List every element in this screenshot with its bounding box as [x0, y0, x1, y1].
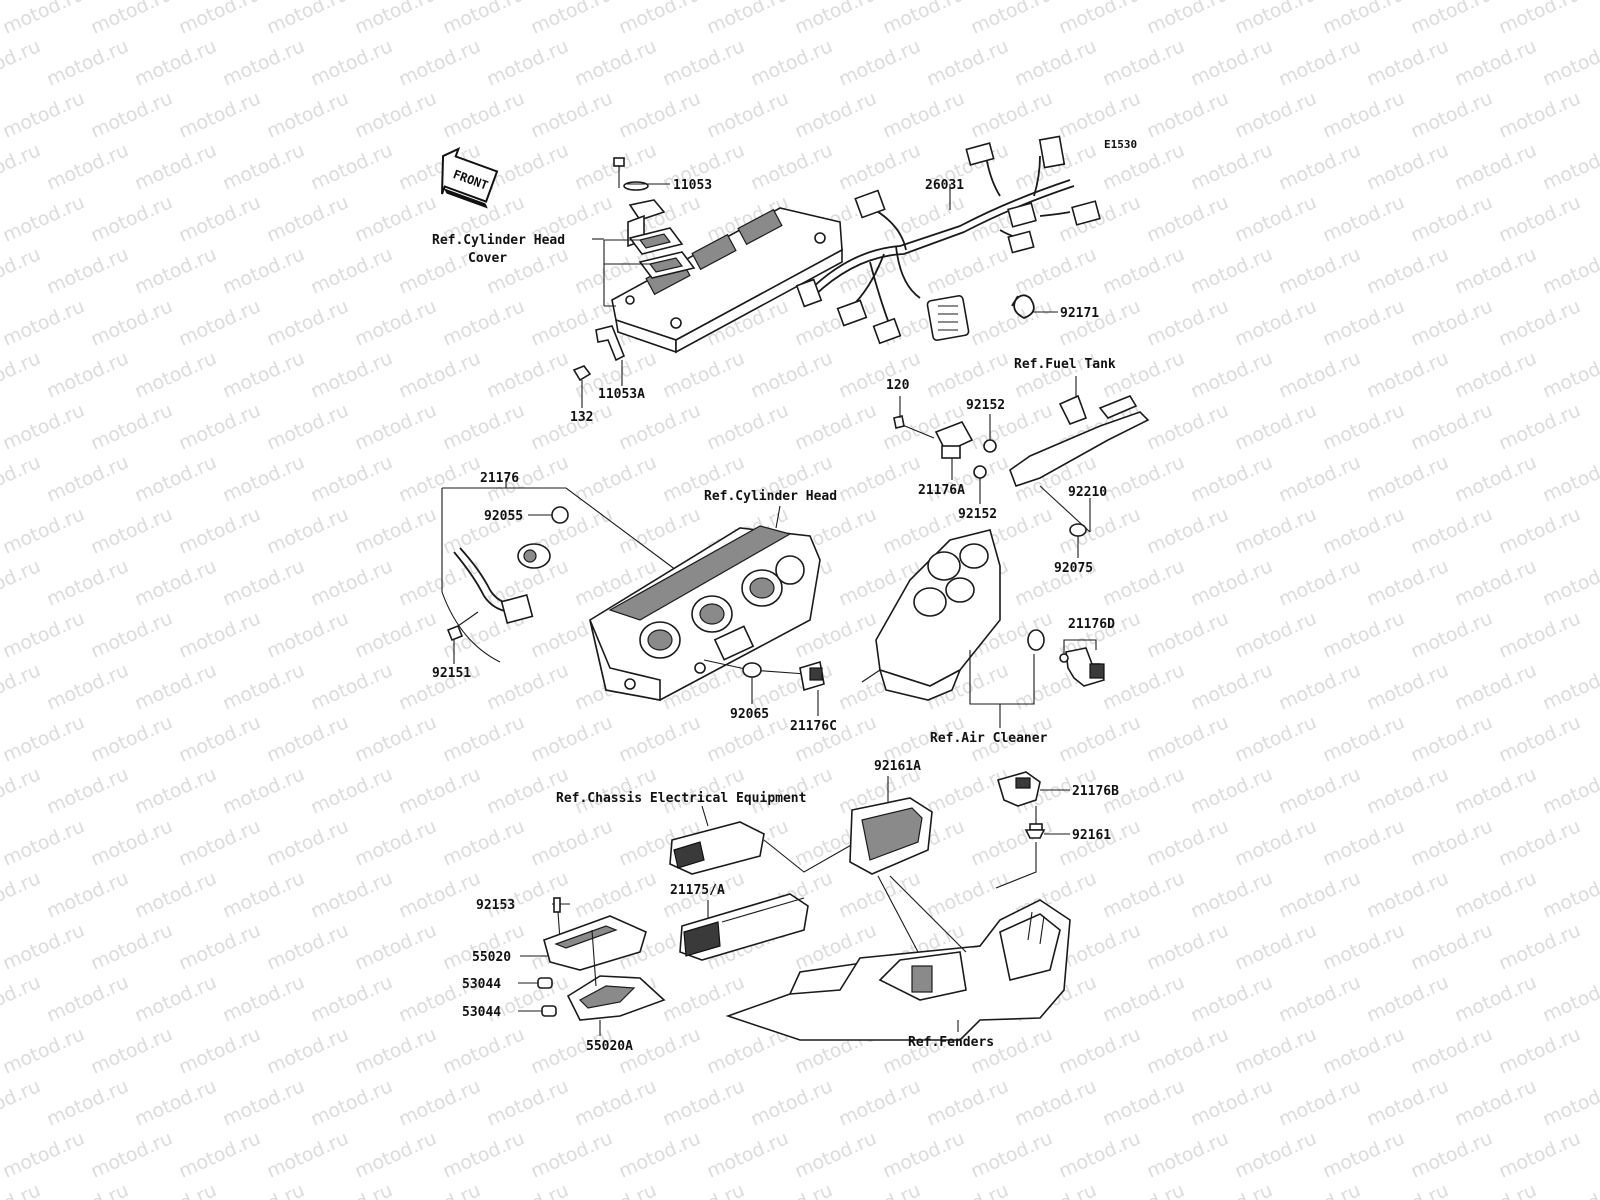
label-92153: 92153 — [476, 898, 515, 913]
label-92161a: 92161A — [874, 759, 921, 774]
label-11053a: 11053A — [598, 387, 645, 402]
washer-92065 — [742, 662, 762, 704]
sensor-21176 — [453, 543, 551, 624]
label-ref-air-cleaner: Ref.Air Cleaner — [930, 731, 1048, 746]
sensor-21176d — [1059, 639, 1105, 687]
spacer-53044-bottom — [518, 1005, 557, 1017]
front-arrow-icon: FRONT — [441, 146, 499, 209]
ecu-21175a — [679, 893, 809, 961]
label-53044-top: 53044 — [462, 977, 501, 992]
heat-shield-55020a — [566, 929, 666, 1036]
label-55020a: 55020A — [586, 1039, 633, 1054]
label-ref-fuel-tank: Ref.Fuel Tank — [1014, 357, 1116, 372]
label-ref-chassis: Ref.Chassis Electrical Equipment — [556, 791, 806, 806]
label-92065: 92065 — [730, 707, 769, 722]
bolt-92161 — [995, 806, 1070, 889]
heat-shield-55020 — [543, 915, 647, 971]
label-ref-cyl-head-cover-1: Ref.Cylinder Head — [432, 233, 565, 248]
label-11053: 11053 — [673, 178, 712, 193]
bolt-92151 — [446, 611, 479, 664]
label-92055: 92055 — [484, 509, 523, 524]
label-92171: 92171 — [1060, 306, 1099, 321]
label-92151: 92151 — [432, 666, 471, 681]
cylinder-head-cover — [611, 207, 843, 354]
wire-harness-26031 — [795, 135, 1101, 345]
label-92152-bottom: 92152 — [958, 507, 997, 522]
label-55020: 55020 — [472, 950, 511, 965]
label-132: 132 — [570, 410, 593, 425]
spacer-53044-top — [518, 977, 553, 989]
sensor-21176c — [799, 660, 825, 716]
diagram-code: E1530 — [1104, 138, 1137, 151]
damper-92075 — [1069, 523, 1087, 558]
bracket-11053a — [595, 325, 626, 386]
label-92210: 92210 — [1068, 485, 1107, 500]
bolt-120 — [893, 396, 935, 439]
gasket-92055 — [528, 506, 569, 524]
fuel-tank-bracket — [1009, 376, 1150, 488]
cylinder-head — [589, 525, 821, 701]
gasket-pad-2 — [638, 251, 696, 279]
fender-tray — [725, 899, 1071, 1041]
label-21176d: 21176D — [1068, 617, 1115, 632]
label-21176b: 21176B — [1072, 784, 1119, 799]
gasket-pad-1 — [628, 227, 684, 255]
label-92161: 92161 — [1072, 828, 1111, 843]
grommet-air-cleaner — [1027, 629, 1045, 651]
ecu-cover-92161a — [849, 797, 933, 875]
sensor-21176b — [997, 771, 1070, 807]
sensor-21176a — [934, 421, 974, 480]
grommet-92152-top — [983, 414, 997, 453]
chassis-box — [669, 805, 765, 875]
label-120: 120 — [886, 378, 910, 393]
label-53044-bottom: 53044 — [462, 1005, 501, 1020]
grommet-92152-bottom — [973, 465, 987, 504]
label-21176c: 21176C — [790, 719, 837, 734]
label-ref-fenders: Ref.Fenders — [908, 1035, 994, 1050]
label-26031: 26031 — [925, 178, 964, 193]
label-21176: 21176 — [480, 471, 519, 486]
bolt-132 — [572, 365, 592, 408]
label-21175a: 21175/A — [670, 883, 725, 898]
label-ref-cyl-head-cover-2: Cover — [468, 251, 507, 266]
clamp-92171 — [1011, 294, 1035, 319]
air-cleaner — [861, 529, 1001, 701]
label-21176a: 21176A — [918, 483, 965, 498]
label-ref-cyl-head: Ref.Cylinder Head — [704, 489, 837, 504]
label-92152-top: 92152 — [966, 398, 1005, 413]
label-92075: 92075 — [1054, 561, 1093, 576]
